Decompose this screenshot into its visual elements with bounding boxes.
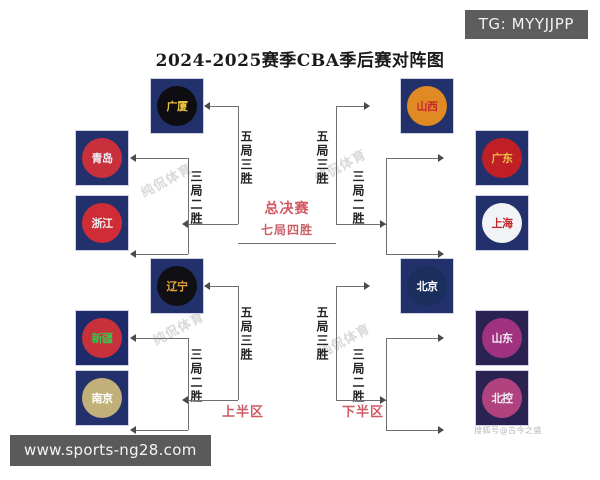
team-tile-liaoning[interactable]: 辽宁 xyxy=(150,258,204,314)
bracket-line-sf-lower-left-bot xyxy=(188,400,238,401)
team-tile-beijing[interactable]: 北京 xyxy=(400,258,454,314)
bracket-line-sf-lower-right-top xyxy=(336,286,364,287)
series-format-qf-upper-left: 三局二胜 xyxy=(189,170,203,226)
team-logo-liaoning: 辽宁 xyxy=(157,266,197,306)
bracket-line-qf-upper-left-bot xyxy=(136,254,188,255)
team-logo-beijing: 北京 xyxy=(407,266,447,306)
bracket-line-qf-lower-right-bot xyxy=(386,430,438,431)
team-logo-guangdong: 广东 xyxy=(482,138,522,178)
team-logo-nanjing: 南京 xyxy=(82,378,122,418)
bracket-line-qf-lower-left xyxy=(188,338,189,430)
arrow-icon-to-zhejiang xyxy=(130,250,136,258)
team-tile-zhejiang[interactable]: 浙江 xyxy=(75,195,129,251)
team-name-liaoning: 辽宁 xyxy=(166,279,189,293)
team-tile-qingdao[interactable]: 青岛 xyxy=(75,130,129,186)
team-tile-shanxi[interactable]: 山西 xyxy=(400,78,454,134)
arrow-icon-to-guangsha xyxy=(204,102,210,110)
bracket-line-qf-lower-left-bot xyxy=(136,430,188,431)
series-format-qf-upper-right: 三局二胜 xyxy=(351,170,365,226)
team-tile-guangsha[interactable]: 广厦 xyxy=(150,78,204,134)
arrow-icon-sf-lower-right xyxy=(380,396,386,404)
bracket-line-sf-upper-right-top xyxy=(336,106,364,107)
telegram-watermark-badge: TG: MYYJJPP xyxy=(464,10,588,39)
team-tile-guangdong[interactable]: 广东 xyxy=(475,130,529,186)
arrow-icon-to-guangdong xyxy=(438,154,444,162)
arrow-icon-to-beikong xyxy=(438,426,444,434)
arrow-icon-to-nanjing xyxy=(130,426,136,434)
bracket-line-qf-upper-left xyxy=(188,158,189,254)
arrow-icon-to-qingdao xyxy=(130,154,136,162)
arrow-icon-to-beijing xyxy=(364,282,370,290)
team-name-qingdao: 青岛 xyxy=(91,151,114,165)
team-name-guangsha: 广厦 xyxy=(166,99,189,113)
team-logo-shandong: 山东 xyxy=(482,318,522,358)
team-name-beikong: 北控 xyxy=(491,391,514,405)
lower-half-label: 下半区 xyxy=(342,405,385,420)
site-url-badge: www.sports-ng28.com xyxy=(10,435,211,466)
final-series-format: 七局四胜 xyxy=(260,223,313,237)
bracket-line-qf-lower-right-top xyxy=(386,338,438,339)
team-tile-shanghai[interactable]: 上海 xyxy=(475,195,529,251)
team-tile-shandong[interactable]: 山东 xyxy=(475,310,529,366)
team-name-xinjiang: 新疆 xyxy=(91,331,114,345)
team-name-nanjing: 南京 xyxy=(91,391,114,405)
team-logo-guangsha: 广厦 xyxy=(157,86,197,126)
bracket-line-qf-upper-left-top xyxy=(136,158,188,159)
series-format-qf-lower-left: 三局二胜 xyxy=(189,348,203,404)
arrow-icon-sf-upper-left xyxy=(182,220,188,228)
team-logo-shanghai: 上海 xyxy=(482,203,522,243)
bracket-line-qf-upper-right-bot xyxy=(386,254,438,255)
team-name-guangdong: 广东 xyxy=(491,151,514,165)
arrow-icon-sf-lower-left xyxy=(182,396,188,404)
bracket-line-sf-lower-right-bot xyxy=(336,400,386,401)
series-format-sf-upper-left: 五局三胜 xyxy=(239,130,253,186)
team-logo-qingdao: 青岛 xyxy=(82,138,122,178)
team-name-shanghai: 上海 xyxy=(491,216,514,230)
bracket-line-qf-lower-left-top xyxy=(136,338,188,339)
bracket-line-sf-upper-right-bot xyxy=(336,224,386,225)
final-series-label: 总决赛 xyxy=(264,201,310,217)
arrow-icon-to-liaoning xyxy=(204,282,210,290)
bracket-line-qf-lower-right xyxy=(386,338,387,430)
team-logo-beikong: 北控 xyxy=(482,378,522,418)
series-format-sf-upper-right: 五局三胜 xyxy=(315,130,329,186)
series-format-sf-lower-left: 五局三胜 xyxy=(239,306,253,362)
page-title: 2024-2025赛季CBA季后赛对阵图 xyxy=(155,51,445,71)
bracket-line-sf-upper-left-top xyxy=(210,106,238,107)
arrow-icon-to-xinjiang xyxy=(130,334,136,342)
team-name-beijing: 北京 xyxy=(416,279,439,293)
team-logo-xinjiang: 新疆 xyxy=(82,318,122,358)
bracket-line-sf-lower-left-top xyxy=(210,286,238,287)
arrow-icon-to-shanxi xyxy=(364,102,370,110)
bracket-line-sf-upper-right xyxy=(336,106,337,224)
arrow-icon-sf-upper-right xyxy=(380,220,386,228)
series-format-sf-lower-right: 五局三胜 xyxy=(315,306,329,362)
team-name-shanxi: 山西 xyxy=(416,99,439,113)
watermark-text: 纯侃体育 xyxy=(138,161,196,202)
bracket-line-final-connector xyxy=(238,243,336,244)
team-logo-shanxi: 山西 xyxy=(407,86,447,126)
bracket-line-sf-lower-right xyxy=(336,286,337,400)
team-name-zhejiang: 浙江 xyxy=(91,216,114,230)
series-format-qf-lower-right: 三局二胜 xyxy=(351,348,365,404)
team-tile-xinjiang[interactable]: 新疆 xyxy=(75,310,129,366)
team-tile-beikong[interactable]: 北控 xyxy=(475,370,529,426)
team-tile-nanjing[interactable]: 南京 xyxy=(75,370,129,426)
bracket-line-sf-lower-left xyxy=(238,286,239,400)
arrow-icon-to-shandong xyxy=(438,334,444,342)
team-logo-zhejiang: 浙江 xyxy=(82,203,122,243)
bracket-line-qf-upper-right xyxy=(386,158,387,254)
bracket-line-qf-upper-right-top xyxy=(386,158,438,159)
credit-text: 搜狐号@古今之盛 xyxy=(474,426,542,435)
bracket-line-sf-upper-left-bot xyxy=(188,224,238,225)
team-name-shandong: 山东 xyxy=(491,331,514,345)
arrow-icon-to-shanghai xyxy=(438,250,444,258)
bracket-line-sf-upper-left xyxy=(238,106,239,224)
upper-half-label: 上半区 xyxy=(222,405,265,420)
